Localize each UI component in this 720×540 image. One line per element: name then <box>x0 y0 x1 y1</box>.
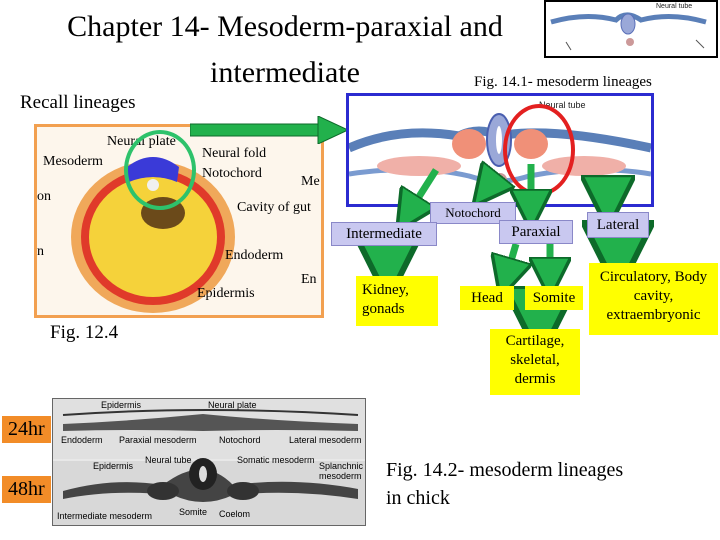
slide-title: Chapter 14- Mesoderm-paraxial and interm… <box>67 10 503 89</box>
micro-endoderm-label: Endoderm <box>61 435 103 445</box>
thumbnail-diagram: Neural tube <box>544 0 718 58</box>
diagram-neural-tube-label: Neural tube <box>539 100 586 110</box>
embryo-label-left-edge-1: on <box>37 189 51 204</box>
micro-coelom-label: Coelom <box>219 509 251 519</box>
embryo-label-endoderm: Endoderm <box>225 248 284 263</box>
somite-box: Somite <box>525 286 583 310</box>
fig-12-4-caption: Fig. 12.4 <box>50 322 119 343</box>
lateral-box: Lateral <box>587 212 649 238</box>
fig-14-2-caption: Fig. 14.2- mesoderm lineages in chick <box>386 459 624 509</box>
fig-14-1-caption: Fig. 14.1- mesoderm lineages <box>474 74 652 90</box>
embryo-label-left-edge-2: n <box>37 244 44 259</box>
green-highlight-circle <box>124 130 196 210</box>
embryo-label-right-edge-1: Me <box>301 174 320 189</box>
micro-splanchnic-mesoderm-label: Splanchnic mesoderm <box>319 461 364 481</box>
cartilage-skeletal-dermis-box: Cartilage, skeletal, dermis <box>490 329 580 395</box>
micro-somite-label: Somite <box>179 507 208 517</box>
micro-neural-tube-label: Neural tube <box>145 455 192 465</box>
mesoderm-diagram: Neural tube <box>346 93 654 207</box>
embryo-label-mesoderm: Mesoderm <box>43 154 103 169</box>
notochord-box: Notochord <box>430 202 516 224</box>
head-box: Head <box>460 286 514 310</box>
embryo-label-epidermis: Epidermis <box>197 286 255 301</box>
micro-epidermis2-label: Epidermis <box>93 461 134 471</box>
intermediate-box: Intermediate <box>331 222 437 246</box>
red-highlight-circle <box>503 104 575 196</box>
micro-notochord-label: Notochord <box>219 435 261 445</box>
circulatory-body-cavity-box: Circulatory, Body cavity, extraembryonic <box>589 263 718 335</box>
tag-48hr: 48hr <box>2 476 51 503</box>
micro-intermediate-mesoderm-label: Intermediate mesoderm <box>57 511 153 521</box>
paraxial-box: Paraxial <box>499 220 573 244</box>
embryo-label-notochord: Notochord <box>202 166 262 181</box>
thumb-neural-tube-label: Neural tube <box>656 3 693 10</box>
recall-lineages-text: Recall lineages <box>20 92 136 113</box>
embryo-label-cavity-of-gut: Cavity of gut <box>237 200 311 215</box>
embryo-label-right-edge-2: En <box>301 272 317 287</box>
micro-lateral-mesoderm-label: Lateral mesoderm <box>289 435 362 445</box>
kidney-gonads-box: Kidney, gonads <box>356 276 438 326</box>
green-arrow-right-icon <box>190 116 350 144</box>
micro-somatic-mesoderm-label: Somatic mesoderm <box>237 455 315 465</box>
micro-neural-plate-label: Neural plate <box>208 400 257 410</box>
micro-epidermis-label: Epidermis <box>101 400 142 410</box>
micro-paraxial-mesoderm-label: Paraxial mesoderm <box>119 435 197 445</box>
embryo-label-neural-fold: Neural fold <box>202 146 267 161</box>
micrograph-panel: Epidermis Neural plate Endoderm Paraxial… <box>52 398 366 526</box>
tag-24hr: 24hr <box>2 416 51 443</box>
